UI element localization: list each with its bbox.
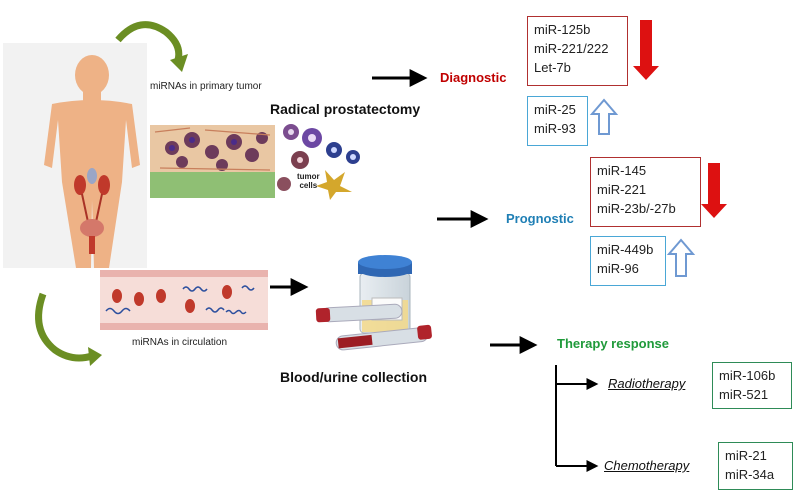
curved-arrow-icon (35, 292, 94, 362)
tumor-tissue-image (150, 125, 275, 198)
human-body-figure (44, 55, 140, 268)
radiotherapy-mirna-box: miR-106b miR-521 (712, 362, 792, 409)
blood-urine-heading: Blood/urine collection (280, 369, 428, 385)
mirna-label: miR-25 (534, 102, 576, 117)
urinary-organs-icon (74, 168, 110, 254)
mirna-label: miR-221/222 (534, 41, 609, 56)
mirna-label: miR-521 (719, 387, 769, 402)
mirna-label: miR-23b/-27b (597, 201, 676, 216)
diagnostic-upregulated-box: miR-25 miR-93 (527, 96, 588, 146)
mirna-label: miR-96 (597, 261, 639, 276)
blood-vessel-image (100, 270, 268, 330)
flow-arrows (270, 69, 538, 354)
radical-prostatectomy-heading: Radical prostatectomy (270, 101, 421, 117)
therapy-branch-lines (555, 365, 599, 472)
up-arrow-icon (666, 238, 696, 277)
curved-arrow-head-icon (170, 54, 188, 72)
tumor-cells-icon (277, 124, 360, 200)
mirna-label: miR-34a (725, 467, 775, 482)
mirna-label: miR-125b (534, 22, 591, 37)
chemotherapy-label: Chemotherapy (604, 458, 690, 473)
blood-tube-image (315, 303, 432, 351)
up-arrow-icons (589, 98, 696, 277)
mirna-label: miR-93 (534, 121, 576, 136)
radiotherapy-label: Radiotherapy (608, 376, 686, 391)
curved-arrow-head-icon (88, 347, 102, 366)
mirna-label: miR-145 (597, 163, 647, 178)
primary-tumor-caption: miRNAs in primary tumor (150, 81, 262, 92)
prognostic-label: Prognostic (506, 211, 574, 226)
chemotherapy-mirna-box: miR-21 miR-34a (718, 442, 793, 490)
diagnostic-label: Diagnostic (440, 70, 507, 85)
urine-container-image (358, 255, 412, 334)
tumor-cells-label: tumor cells (297, 172, 320, 190)
mirna-label: miR-221 (597, 182, 647, 197)
down-arrow-icon (701, 163, 727, 218)
mirna-label: miR-106b (719, 368, 776, 383)
mirna-label: miR-449b (597, 242, 654, 257)
therapy-response-label: Therapy response (557, 336, 669, 351)
mirna-label: miR-21 (725, 448, 767, 463)
prognostic-upregulated-box: miR-449b miR-96 (590, 236, 666, 286)
diagnostic-downregulated-box: miR-125b miR-221/222 Let-7b (527, 16, 628, 86)
up-arrow-icon (589, 98, 619, 135)
down-arrow-icons (633, 20, 727, 218)
prognostic-downregulated-box: miR-145 miR-221 miR-23b/-27b (590, 157, 701, 227)
mirna-label: Let-7b (534, 60, 571, 75)
down-arrow-icon (633, 20, 659, 80)
circulation-caption: miRNAs in circulation (132, 337, 228, 348)
curved-arrow-icon (115, 21, 183, 61)
